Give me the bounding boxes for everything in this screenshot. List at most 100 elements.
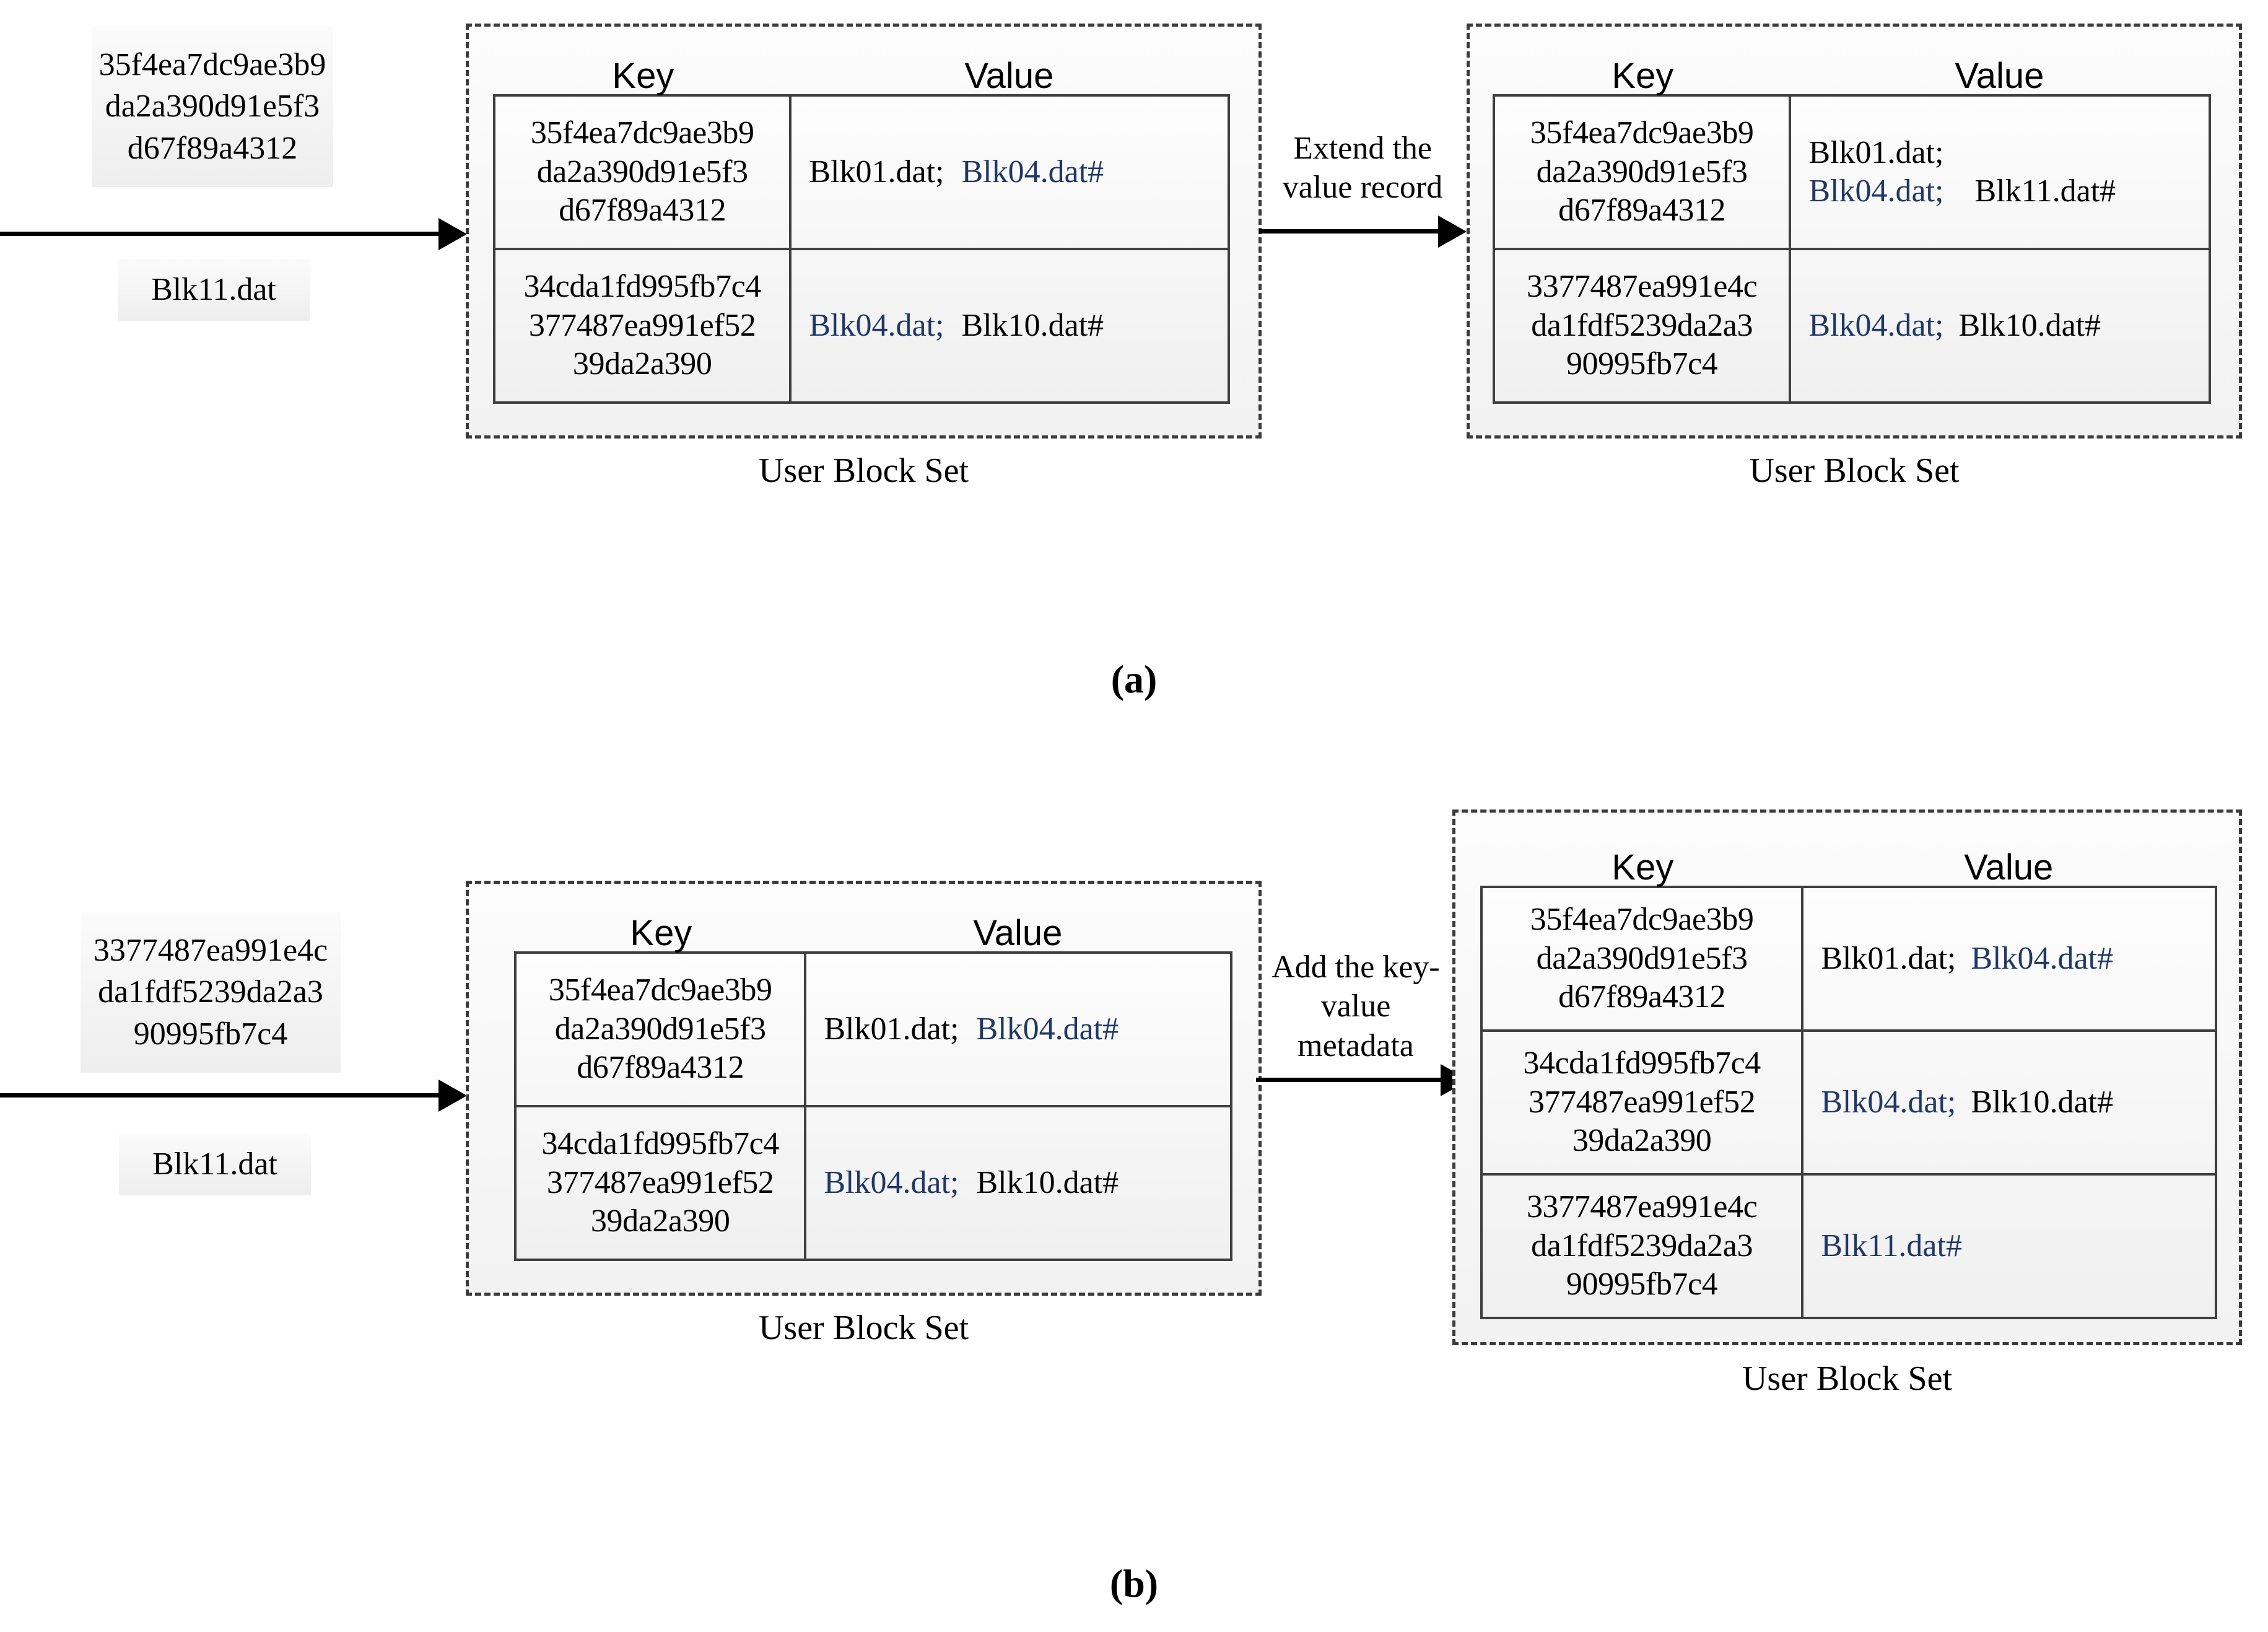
key-line: 34cda1fd995fb7c4	[523, 269, 761, 305]
row-value-cell: Blk04.dat; Blk10.dat#	[792, 250, 1228, 401]
key-line: d67f89a4312	[577, 1050, 744, 1086]
row-value-cell: Blk01.dat; Blk04.dat#	[792, 97, 1228, 248]
key-line: 34cda1fd995fb7c4	[1523, 1045, 1761, 1081]
value-segment: Blk01.dat;	[1821, 940, 1956, 976]
panel-b-after-kv-table: Key Value 35f4ea7dc9ae3b9 da2a390d91e5f3…	[1480, 850, 2217, 1319]
panel-b-input-key-chip: 3377487ea991e4c da1fdf5239da2a3 90995fb7…	[81, 912, 341, 1073]
chip-line: d67f89a4312	[127, 130, 298, 166]
key-line: da2a390d91e5f3	[1536, 940, 1748, 976]
panel-b-input-arrow-head	[438, 1080, 467, 1112]
panel-a-input-key-chip: 35f4ea7dc9ae3b9 da2a390d91e5f3 d67f89a43…	[92, 26, 333, 187]
panel-a-transition-arrow-line	[1259, 229, 1445, 233]
row-key-cell: 3377487ea991e4c da1fdf5239da2a3 90995fb7…	[1483, 1176, 1804, 1317]
value-segment: Blk01.dat;	[824, 1011, 959, 1047]
panel-a-input-arrow-line	[0, 232, 446, 236]
row-key-cell: 35f4ea7dc9ae3b9 da2a390d91e5f3 d67f89a43…	[517, 954, 807, 1105]
value-segment: Blk01.dat;	[809, 154, 944, 190]
column-header-key: Key	[612, 56, 674, 96]
row-value-cell: Blk01.dat; Blk04.dat#	[806, 954, 1230, 1105]
panel-a-before-kv-table: Key Value 35f4ea7dc9ae3b9 da2a390d91e5f3…	[493, 58, 1230, 404]
value-segment: Blk04.dat;	[1821, 1084, 1956, 1120]
column-header-key: Key	[1612, 847, 1674, 888]
value-segment: Blk04.dat;	[824, 1164, 959, 1200]
key-line: 35f4ea7dc9ae3b9	[1530, 115, 1754, 151]
table-row: 34cda1fd995fb7c4 377487ea991ef52 39da2a3…	[517, 1107, 1230, 1259]
panel-a-input-value-chip: Blk11.dat	[118, 259, 310, 321]
key-line: 34cda1fd995fb7c4	[541, 1126, 779, 1162]
panel-a-after-kv-table: Key Value 35f4ea7dc9ae3b9 da2a390d91e5f3…	[1493, 58, 2211, 404]
key-line: 3377487ea991e4c	[1527, 269, 1758, 305]
row-key-cell: 34cda1fd995fb7c4 377487ea991ef52 39da2a3…	[1483, 1032, 1804, 1173]
value-segment: Blk10.dat#	[1971, 1084, 2114, 1120]
panel-a-after-set-label: User Block Set	[1749, 452, 1960, 490]
panel-b-input-value-chip: Blk11.dat	[119, 1133, 311, 1195]
column-header-value: Value	[964, 56, 1054, 96]
value-segment: Blk10.dat#	[961, 307, 1104, 343]
table-row: 35f4ea7dc9ae3b9 da2a390d91e5f3 d67f89a43…	[1495, 97, 2209, 250]
value-segment: Blk04.dat#	[961, 154, 1104, 190]
value-segment: Blk01.dat;	[1808, 134, 1944, 170]
table-row: 34cda1fd995fb7c4 377487ea991ef52 39da2a3…	[495, 250, 1228, 401]
chip-text: Blk11.dat	[152, 1146, 277, 1182]
panel-a-after-kv-header: Key Value	[1495, 45, 2209, 94]
label-line: value	[1320, 988, 1391, 1024]
label-line: Add the key-	[1271, 949, 1440, 985]
key-line: 39da2a390	[1572, 1123, 1712, 1159]
panel-b-transition-label: Add the key- value metadata	[1257, 948, 1454, 1065]
key-line: 90995fb7c4	[1566, 346, 1718, 382]
row-key-cell: 3377487ea991e4c da1fdf5239da2a3 90995fb7…	[1495, 250, 1792, 401]
chip-line: 35f4ea7dc9ae3b9	[98, 46, 326, 82]
row-value-cell: Blk04.dat; Blk10.dat#	[1803, 1032, 2215, 1173]
chip-line: 3377487ea991e4c	[93, 932, 328, 968]
value-segment: Blk04.dat;	[1808, 307, 1944, 343]
panel-b-before-set-label: User Block Set	[758, 1309, 969, 1347]
value-segment: Blk11.dat#	[1821, 1228, 1962, 1263]
value-segment: Blk04.dat;	[809, 307, 944, 343]
row-key-cell: 34cda1fd995fb7c4 377487ea991ef52 39da2a3…	[495, 250, 792, 401]
row-value-cell: Blk01.dat; Blk04.dat#	[1803, 888, 2215, 1029]
panel-a-before-set-label: User Block Set	[758, 452, 969, 490]
key-line: d67f89a4312	[559, 193, 726, 229]
key-line: d67f89a4312	[1558, 979, 1726, 1015]
row-key-cell: 34cda1fd995fb7c4 377487ea991ef52 39da2a3…	[517, 1107, 807, 1259]
key-line: 3377487ea991e4c	[1526, 1189, 1758, 1225]
panel-a-caption: (a)	[1110, 657, 1158, 701]
value-line: Blk04.dat; Blk11.dat#	[1808, 172, 2116, 211]
label-line: Extend the	[1293, 131, 1432, 166]
key-line: 35f4ea7dc9ae3b9	[1530, 902, 1754, 938]
key-line: da2a390d91e5f3	[554, 1011, 766, 1047]
table-row: 35f4ea7dc9ae3b9 da2a390d91e5f3 d67f89a43…	[1483, 888, 2215, 1032]
table-row: 35f4ea7dc9ae3b9 da2a390d91e5f3 d67f89a43…	[495, 97, 1228, 250]
key-line: da2a390d91e5f3	[1536, 154, 1748, 190]
value-segment: Blk11.dat#	[1974, 173, 2116, 209]
panel-b-input-arrow-line	[0, 1093, 446, 1097]
key-line: da2a390d91e5f3	[536, 154, 748, 190]
key-line: 377487ea991ef52	[528, 307, 756, 343]
key-line: 35f4ea7dc9ae3b9	[530, 115, 754, 151]
label-line: value record	[1282, 170, 1443, 206]
value-line: Blk01.dat;	[1808, 134, 1943, 172]
key-line: da1fdf5239da2a3	[1531, 307, 1753, 343]
key-line: 39da2a390	[590, 1203, 730, 1239]
row-value-cell: Blk04.dat; Blk10.dat#	[806, 1107, 1230, 1259]
table-row: 3377487ea991e4c da1fdf5239da2a3 90995fb7…	[1495, 250, 2209, 401]
panel-a-transition-arrow-head	[1438, 216, 1467, 248]
column-header-value: Value	[973, 913, 1063, 953]
chip-text: Blk11.dat	[151, 272, 276, 308]
key-line: 377487ea991ef52	[1528, 1084, 1756, 1120]
label-line: metadata	[1298, 1028, 1414, 1063]
column-header-key: Key	[630, 913, 692, 953]
key-line: da1fdf5239da2a3	[1531, 1228, 1753, 1263]
panel-b-before-kv-header: Key Value	[517, 902, 1230, 951]
row-value-cell: Blk04.dat; Blk10.dat#	[1791, 250, 2209, 401]
table-row: 34cda1fd995fb7c4 377487ea991ef52 39da2a3…	[1483, 1032, 2215, 1176]
panel-b-after-set-label: User Block Set	[1742, 1359, 1953, 1398]
chip-line: da2a390d91e5f3	[105, 89, 320, 124]
key-line: 35f4ea7dc9ae3b9	[548, 972, 772, 1008]
row-value-cell: Blk01.dat; Blk04.dat; Blk11.dat#	[1791, 97, 2209, 248]
key-line: 377487ea991ef52	[546, 1164, 774, 1200]
panel-a-input-arrow-head	[438, 218, 467, 250]
key-line: 39da2a390	[572, 346, 712, 382]
column-header-value: Value	[1964, 847, 2054, 888]
panel-a-transition-label: Extend the value record	[1263, 129, 1462, 207]
